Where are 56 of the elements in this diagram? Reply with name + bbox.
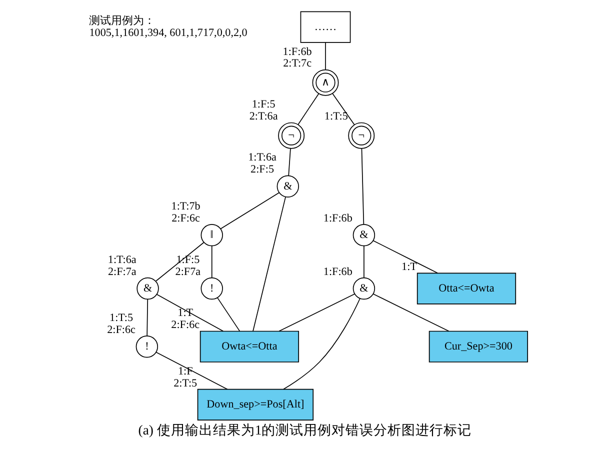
node-circle: & <box>276 175 300 198</box>
connector <box>216 297 240 332</box>
node-label: 2:F:6c <box>107 324 136 336</box>
connector <box>325 42 326 70</box>
node-label: 1:F:6b <box>323 212 352 224</box>
connector <box>372 294 450 332</box>
node-label: 1:T:5 <box>110 312 134 324</box>
connector <box>252 196 286 332</box>
node-box: Otta<=Owta <box>416 272 516 304</box>
node-label: 1:T:5 <box>324 110 348 123</box>
connector <box>288 148 291 176</box>
node-label: 2:F:6c <box>171 319 200 332</box>
connector <box>146 299 148 336</box>
node-label: 1:T <box>402 261 417 274</box>
connector <box>156 352 228 390</box>
node-circle: ¬ <box>278 122 305 149</box>
node-label: 1:T <box>178 307 194 320</box>
node-label: 2:T:7c <box>283 58 312 70</box>
connector <box>283 298 360 390</box>
connector <box>361 148 364 225</box>
connector <box>372 240 438 274</box>
node-circle: ! <box>200 277 223 300</box>
node-box: …… <box>300 11 351 43</box>
node-circle: ∧ <box>312 69 339 96</box>
node-label: 1:T:7b <box>171 200 200 212</box>
node-label: 2:F:6c <box>172 212 200 224</box>
node-circle: & <box>136 277 159 300</box>
node-label: 1:T:6a <box>248 152 276 164</box>
node-circle: ‖ <box>200 224 223 246</box>
label: 1005,1,1601,394, 601,1,717,0,0,2,0 <box>89 26 248 39</box>
node-circle: ! <box>136 336 158 358</box>
connector <box>220 192 280 230</box>
node-label: 2:F:5 <box>250 164 274 176</box>
node-circle: ¬ <box>348 122 375 149</box>
node-label: 2:F:7a <box>108 266 136 278</box>
node-label: 1:F <box>178 365 193 378</box>
caption: (a) 使用输出结果为1的测试用例对错误分析图进行标记 <box>138 422 472 438</box>
node-box: Down_sep>=Pos[Alt] <box>197 388 314 421</box>
node-label: 2:T:5 <box>174 377 198 390</box>
node-label: 1:F:6b <box>323 266 352 278</box>
label: 测试用例为： <box>89 14 156 27</box>
connector <box>278 294 356 332</box>
node-label: 1:F:5 <box>252 98 276 111</box>
node-label: 2:F7a <box>175 266 201 278</box>
node-circle: & <box>352 224 376 246</box>
connector <box>298 93 320 126</box>
connector <box>156 242 204 282</box>
node-box: Owta<=Otta <box>200 330 300 362</box>
node-circle: & <box>352 277 376 300</box>
node-label: 2:T:6a <box>249 110 278 123</box>
node-label: 1:F:6b <box>282 46 312 58</box>
node-label: 1:T:6a <box>108 254 136 266</box>
connector <box>156 294 224 332</box>
node-box: Cur_Sep>=300 <box>428 330 528 362</box>
connector <box>211 246 212 278</box>
connector <box>332 93 355 126</box>
